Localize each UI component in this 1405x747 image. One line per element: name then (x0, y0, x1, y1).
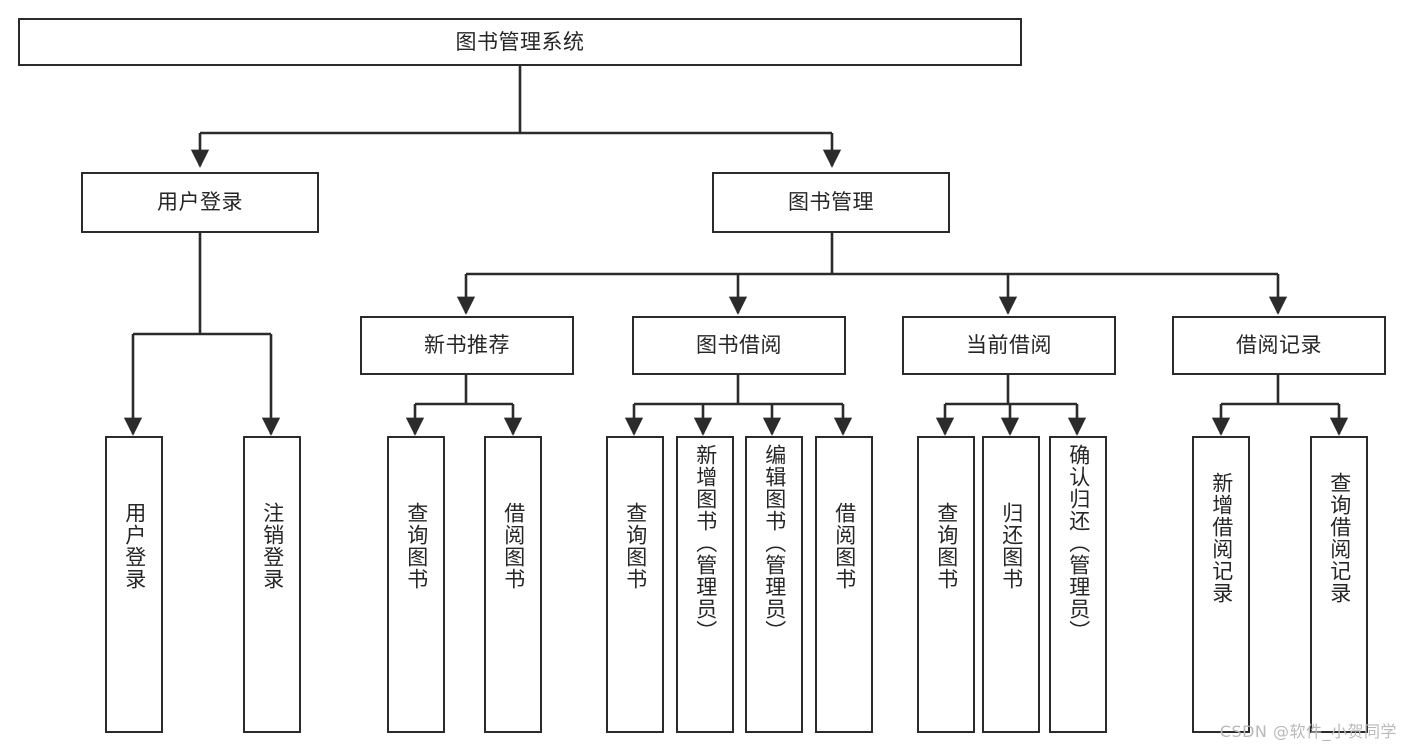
node-label: 注销登录 (260, 502, 285, 590)
node-label: 新增借阅记录 (1209, 472, 1234, 604)
node-label: 编辑图书（管理员） (762, 444, 787, 642)
leaf-query-book-borrow[interactable]: 查询图书 (606, 436, 664, 733)
leaf-add-borrow-record[interactable]: 新增借阅记录 (1192, 436, 1250, 733)
leaf-add-book-admin[interactable]: 新增图书（管理员） (676, 436, 734, 733)
node-label: 查询借阅记录 (1327, 472, 1352, 604)
leaf-borrow-book-recommend[interactable]: 借阅图书 (484, 436, 542, 733)
leaf-query-book-current[interactable]: 查询图书 (917, 436, 975, 733)
node-label: 新增图书（管理员） (693, 444, 718, 642)
leaf-borrow-book[interactable]: 借阅图书 (815, 436, 873, 733)
node-label: 图书管理系统 (455, 29, 585, 54)
node-label: 查询图书 (934, 502, 959, 590)
node-new-book-recommend[interactable]: 新书推荐 (360, 316, 574, 375)
leaf-confirm-return-admin[interactable]: 确认归还（管理员） (1049, 436, 1107, 733)
node-label: 当前借阅 (966, 333, 1052, 358)
leaf-query-borrow-record[interactable]: 查询借阅记录 (1310, 436, 1368, 733)
node-label: 借阅图书 (501, 502, 526, 590)
node-label: 借阅记录 (1236, 333, 1322, 358)
node-user-login[interactable]: 用户登录 (81, 172, 319, 233)
node-label: 查询图书 (623, 502, 648, 590)
leaf-user-login[interactable]: 用户登录 (105, 436, 163, 733)
node-label: 确认归还（管理员） (1066, 444, 1091, 642)
node-book-borrow[interactable]: 图书借阅 (632, 316, 846, 375)
node-label: 图书管理 (788, 190, 874, 215)
node-label: 借阅图书 (832, 502, 857, 590)
node-label: 用户登录 (157, 190, 243, 215)
node-label: 归还图书 (999, 502, 1024, 590)
leaf-return-book[interactable]: 归还图书 (982, 436, 1040, 733)
leaf-logout[interactable]: 注销登录 (243, 436, 301, 733)
node-label: 用户登录 (122, 502, 147, 590)
csdn-watermark: CSDN @软件_小贺同学 (1219, 722, 1397, 741)
node-book-management[interactable]: 图书管理 (712, 172, 950, 233)
node-label: 新书推荐 (424, 333, 510, 358)
node-label: 图书借阅 (696, 333, 782, 358)
node-root-book-management-system[interactable]: 图书管理系统 (18, 18, 1022, 66)
node-borrow-record[interactable]: 借阅记录 (1172, 316, 1386, 375)
leaf-query-book-recommend[interactable]: 查询图书 (387, 436, 445, 733)
leaf-edit-book-admin[interactable]: 编辑图书（管理员） (745, 436, 803, 733)
node-label: 查询图书 (404, 502, 429, 590)
node-current-borrow[interactable]: 当前借阅 (902, 316, 1116, 375)
